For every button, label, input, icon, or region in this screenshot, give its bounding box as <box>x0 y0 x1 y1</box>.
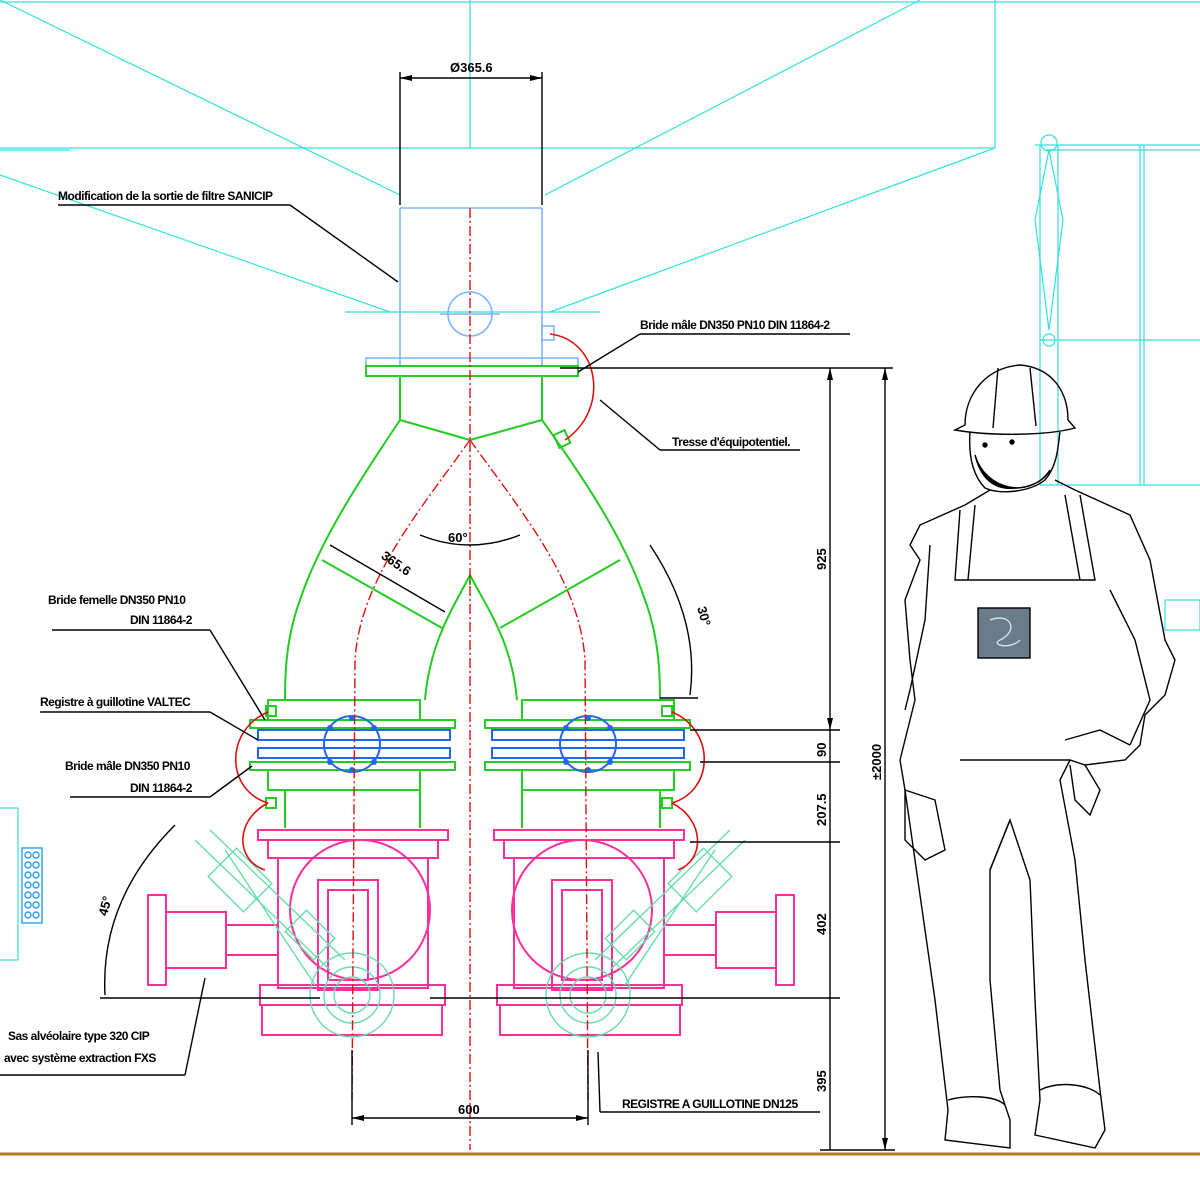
extraction-motors <box>194 829 746 1038</box>
label-bride-male-mid-1: Bride mâle DN350 PN10 <box>65 759 191 773</box>
label-bride-femelle-2: DIN 11864-2 <box>130 613 193 627</box>
dim-branch-length: 365.6 <box>379 548 414 579</box>
dim-925: 925 <box>814 548 829 570</box>
human-scale-figure <box>899 364 1176 1149</box>
label-tresse: Tresse d'équipotentiel. <box>672 435 790 449</box>
label-sas-1: Sas alvéolaire type 320 CIP <box>8 1029 150 1043</box>
label-registre-valtec: Registre à guillotine VALTEC <box>40 695 191 709</box>
dim-right-arc: 30° <box>694 605 714 628</box>
label-bride-femelle-1: Bride femelle DN350 PN10 <box>48 593 186 607</box>
label-modification: Modification de la sortie de filtre SANI… <box>58 189 273 203</box>
label-registre-dn125: REGISTRE A GUILLOTINE DN125 <box>622 1097 798 1111</box>
dim-top-width: Ø365.6 <box>450 60 493 75</box>
dim-207-5: 207.5 <box>814 793 829 826</box>
control-panel <box>0 807 43 961</box>
dim-395: 395 <box>814 1070 829 1092</box>
dim-bottom-600: 600 <box>458 1102 480 1117</box>
hopper-frame <box>0 0 1200 313</box>
dim-402: 402 <box>814 913 829 935</box>
support-structure <box>1034 134 1200 631</box>
rotary-airlock-left <box>147 829 449 1036</box>
dim-angle-60: 60° <box>448 530 468 545</box>
dimension-lines <box>0 72 895 1151</box>
center-lines <box>235 208 705 1150</box>
valtec-valves <box>257 715 685 773</box>
label-bride-male-top: Bride mâle DN350 PN10 DIN 11864-2 <box>640 318 830 332</box>
label-sas-2: avec système extraction FXS <box>4 1051 156 1065</box>
dim-angle-45: 45° <box>95 894 115 917</box>
label-bride-male-mid-2: DIN 11864-2 <box>130 781 193 795</box>
rotary-airlock-right <box>493 829 795 1036</box>
top-duct <box>365 207 579 367</box>
dim-total: ±2000 <box>869 744 884 780</box>
dim-90: 90 <box>814 743 829 757</box>
